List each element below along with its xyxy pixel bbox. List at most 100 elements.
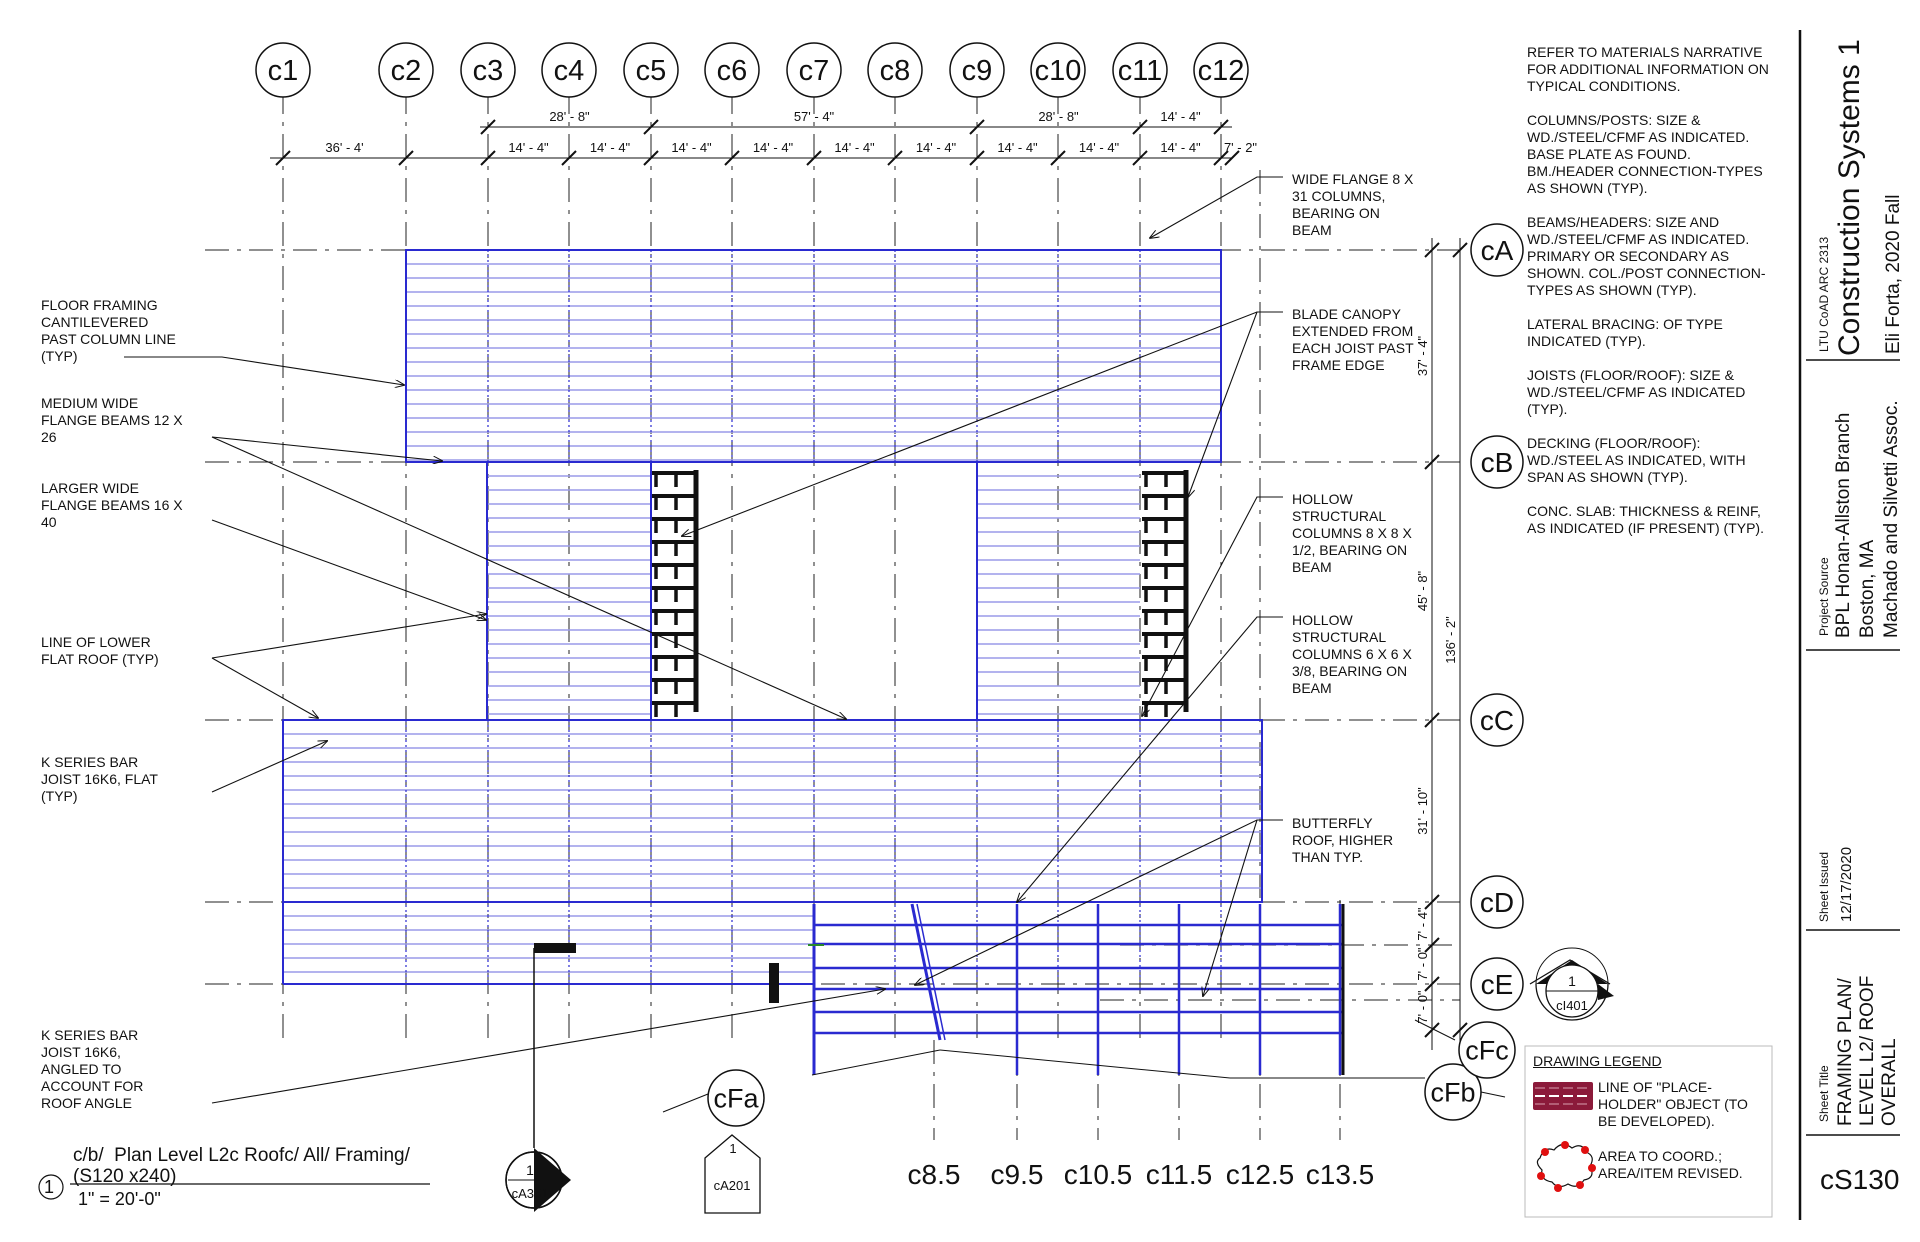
note-2: COLUMNS/POSTS: SIZE & WD./STEEL/CFMF AS … — [1527, 112, 1763, 196]
joist-hatching — [283, 263, 1262, 973]
butterfly-ridge — [916, 903, 946, 1041]
elevation-marker-ref: cA201 — [714, 1178, 751, 1193]
dim-tick — [969, 150, 985, 166]
title-block-frame — [1798, 30, 1900, 1220]
section-marker-ref: cA351 — [512, 1186, 549, 1201]
grid-bubble — [1193, 42, 1249, 98]
legend-revision-dot — [1588, 1164, 1596, 1172]
leader-blade-canopy-2 — [1188, 311, 1283, 497]
view-title-number: 1 — [44, 1177, 55, 1197]
legend-item-revised: AREA TO COORD.; AREA/ITEM REVISED. — [1598, 1148, 1743, 1181]
view-title-scale: 1" = 20'-0" — [78, 1189, 161, 1209]
legend-revision-dot — [1554, 1184, 1562, 1192]
grid-bubble — [1470, 223, 1524, 277]
section-marker-num: 1 — [526, 1162, 534, 1178]
dim-tick — [1224, 150, 1240, 166]
tb-sheet-issued-label: Sheet Issued — [1817, 851, 1831, 922]
callout-hss-6x6: HOLLOW STRUCTURAL COLUMNS 6 X 6 X 3/8, B… — [1292, 612, 1412, 696]
grid-bubble-label: c9 — [962, 55, 993, 87]
dim-label: 14' - 4" — [1160, 140, 1201, 155]
leader-hss-8x8 — [1142, 496, 1283, 716]
elevation-marker-num: 1 — [729, 1141, 736, 1156]
leader-medium-beams-1 — [211, 436, 442, 461]
butterfly-ridge — [910, 903, 942, 1041]
section-marker-right-peak — [1529, 959, 1611, 985]
grid-bubble-label: c1 — [268, 55, 299, 87]
section-marker-right-tip — [1598, 984, 1614, 1000]
leader-cfa — [662, 1093, 709, 1113]
legend-revision-dot — [1541, 1148, 1549, 1156]
dim-label: 57' - 4" — [794, 109, 835, 124]
note-7: CONC. SLAB: THICKNESS & REINF, AS INDICA… — [1527, 503, 1764, 536]
blade-canopy-elements — [534, 470, 1189, 1003]
grid-bubble-label: cD — [1480, 887, 1514, 918]
grid-bubble-label: cE — [1481, 969, 1514, 1000]
callout-medium-beams: MEDIUM WIDE FLANGE BEAMS 12 X 26 — [41, 395, 183, 445]
legend-revision-dot — [1576, 1181, 1584, 1189]
callout-hss-8x8: HOLLOW STRUCTURAL COLUMNS 8 X 8 X 1/2, B… — [1292, 491, 1412, 575]
grid-bubble — [704, 42, 760, 98]
leader-cfa-2 — [811, 1049, 941, 1076]
legend-revision-dot — [1537, 1172, 1545, 1180]
grid-bubble-label: c8 — [880, 55, 911, 87]
dim-label: 28' - 8" — [549, 109, 590, 124]
dim-tick — [724, 150, 740, 166]
dim-label-vertical: 45' - 8" — [1415, 570, 1430, 611]
dim-tick — [1213, 150, 1229, 166]
dim-tick — [1452, 1022, 1468, 1038]
callout-wf-columns: WIDE FLANGE 8 X 31 COLUMNS, BEARING ON B… — [1292, 171, 1414, 238]
dim-label: 28' - 8" — [1038, 109, 1079, 124]
grid-bubble-label: c6 — [717, 55, 748, 87]
dim-tick — [887, 150, 903, 166]
dim-tick — [806, 150, 822, 166]
dim-label-vertical: 37' - 4" — [1415, 335, 1430, 376]
grid-bubble — [1470, 693, 1524, 747]
grid-bubble — [1470, 875, 1524, 929]
butterfly-roof-framing — [808, 903, 1345, 1075]
dim-tick — [1424, 894, 1440, 910]
grid-lines — [205, 90, 1460, 1140]
tb-sheet-title-label: Sheet Title — [1817, 1065, 1831, 1122]
callout-butterfly-roof: BUTTERFLY ROOF, HIGHER THAN TYP. — [1292, 815, 1394, 865]
dim-tick — [561, 150, 577, 166]
grid-bubble-label: c2 — [391, 55, 422, 87]
leader-cfb — [1480, 1091, 1506, 1098]
dim-tick — [643, 119, 659, 135]
section-marker-right-num: 1 — [1568, 973, 1576, 989]
dim-label-vertical: 7' - 0" — [1415, 990, 1430, 1023]
dim-label: 14' - 4" — [753, 140, 794, 155]
elevation-marker — [704, 1134, 761, 1214]
grid-bubble — [1470, 435, 1524, 489]
note-6: DECKING (FLOOR/ROOF): WD./STEEL AS INDIC… — [1527, 435, 1746, 485]
leader-k-joist-flat — [211, 741, 327, 793]
section-marker-ring — [505, 1151, 563, 1209]
grid-bubble — [1458, 1021, 1516, 1079]
grid-bubble-label: c11 — [1118, 55, 1163, 87]
legend-box — [1524, 1045, 1773, 1218]
callout-blade-canopy: BLADE CANOPY EXTENDED FROM EACH JOIST PA… — [1292, 306, 1414, 373]
dim-label: 14' - 4" — [1079, 140, 1120, 155]
note-4: LATERAL BRACING: OF TYPE INDICATED (TYP)… — [1527, 316, 1723, 349]
dim-tick — [1424, 242, 1440, 258]
legend-revision-dot — [1581, 1146, 1589, 1154]
callout-lower-roof: LINE OF LOWER FLAT ROOF (TYP) — [41, 634, 159, 667]
leader-cfc — [1414, 1019, 1456, 1041]
dim-label: 14' - 4" — [508, 140, 549, 155]
grid-bubble-label: cFc — [1465, 1035, 1509, 1065]
leader-lower-roof-1 — [211, 614, 486, 659]
callout-floor-framing: FLOOR FRAMING CANTILEVERED PAST COLUMN L… — [41, 297, 176, 364]
section-markers: 1 cA351 1 cA201 1 cI401 — [38, 947, 1614, 1214]
grid-bubble-bottom-label: c10.5 — [1064, 1159, 1133, 1190]
dim-tick — [1424, 1022, 1440, 1038]
grid-bubble-label: cFb — [1430, 1077, 1475, 1107]
note-3: BEAMS/HEADERS: SIZE AND WD./STEEL/CFMF A… — [1527, 214, 1766, 298]
tb-sheet-title-line3: OVERALL — [1879, 1038, 1900, 1126]
leader-butterfly-2 — [1203, 819, 1283, 996]
dim-label: 14' - 4" — [834, 140, 875, 155]
grid-bubble — [867, 42, 923, 98]
tb-sheet-title-line2: LEVEL L2/ ROOF — [1857, 975, 1878, 1126]
section-marker-right-ref: cI401 — [1556, 998, 1588, 1013]
tb-project-line1: BPL Honan-Allston Branch — [1833, 412, 1854, 638]
view-number-bubble — [38, 1174, 64, 1200]
